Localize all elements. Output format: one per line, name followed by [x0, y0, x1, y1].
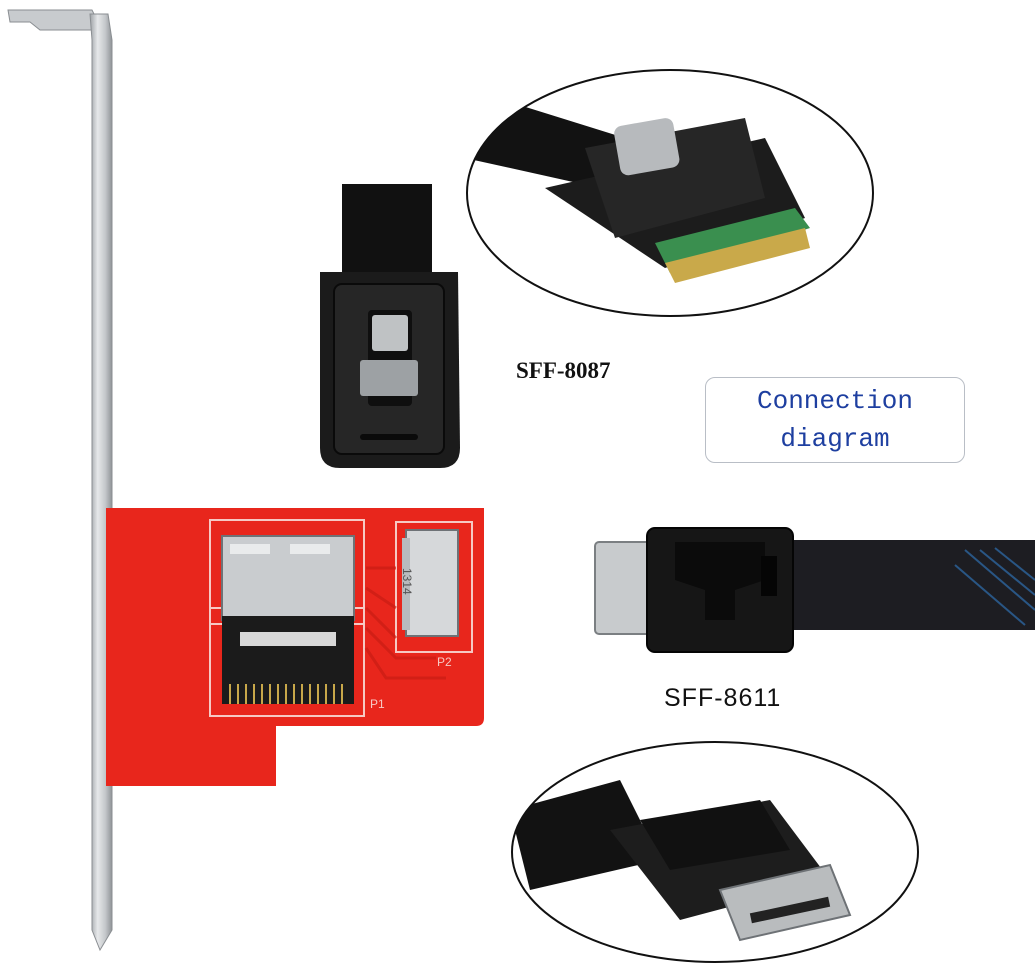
chip-marking: 1314 — [400, 568, 414, 595]
connection-diagram-line1: Connection — [756, 386, 914, 416]
sff8087-closeup-ellipse — [466, 69, 874, 317]
connection-diagram-line2: diagram — [780, 424, 890, 454]
connection-diagram-box: Connection diagram — [705, 377, 965, 463]
sff8087-label: SFF-8087 — [516, 358, 611, 383]
port-p2-label: P2 — [437, 655, 452, 669]
sff8611-connector-image — [594, 527, 1035, 653]
pcie-bracket-with-adapter-board — [7, 9, 240, 952]
adapter-board — [106, 508, 484, 786]
sff8611-label: SFF-8611 — [664, 684, 782, 712]
sff8611-closeup-ellipse — [511, 741, 919, 963]
sff8087-connector-image — [320, 184, 460, 468]
port-p1-label: P1 — [370, 697, 385, 711]
